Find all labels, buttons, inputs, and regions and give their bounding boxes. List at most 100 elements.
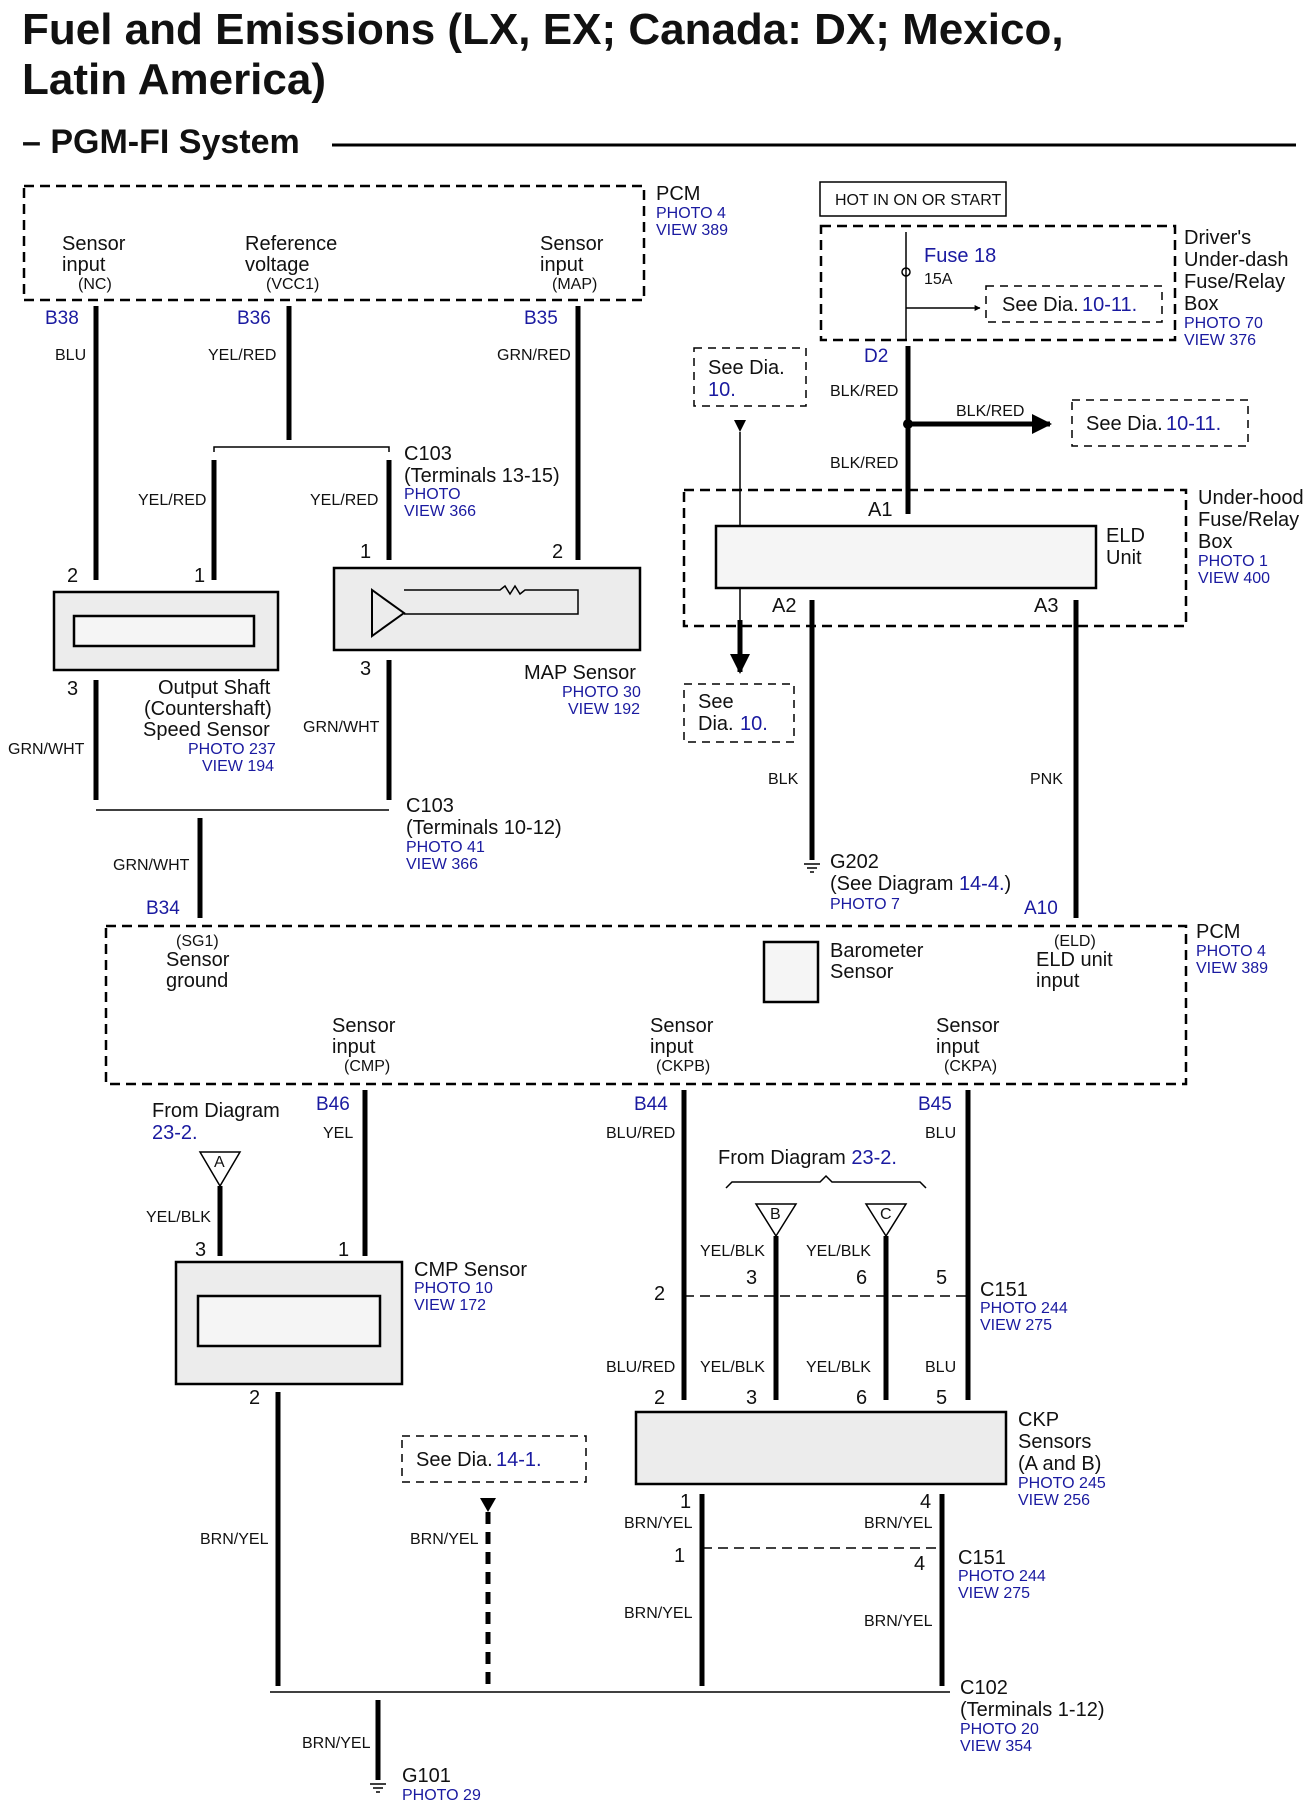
diagram-subtitle: – PGM-FI System — [22, 123, 300, 161]
see-dia-1011-right-ref: 10-11. — [1166, 413, 1221, 435]
svg-text:input: input — [936, 1036, 980, 1058]
see-dia-fuse-text: See Dia. — [1002, 294, 1079, 316]
see-dia-fuse-box — [985, 285, 1163, 323]
hot-label: HOT IN ON OR START — [835, 192, 1001, 209]
oss-label-2: (Countershaft) — [144, 698, 272, 720]
oss-pin-1: 1 — [194, 565, 205, 587]
see-dia-10-bottom-ref: 10. — [740, 713, 768, 735]
wire-label-brn-yel-7: BRN/YEL — [302, 1735, 371, 1752]
svg-text:(See Diagram 14-4.): (See Diagram 14-4.) — [830, 873, 1011, 895]
wire-label-brn-yel-3: BRN/YEL — [624, 1515, 693, 1532]
svg-text:(A and B): (A and B) — [1018, 1453, 1101, 1475]
pin-b38: B38 — [45, 308, 79, 329]
connector-a-tag — [198, 1151, 242, 1188]
svg-text:Driver's: Driver's — [1184, 227, 1251, 249]
cmp-photo: PHOTO 10 — [414, 1280, 493, 1297]
svg-text:From Diagram 23-2.: From Diagram 23-2. — [718, 1147, 897, 1169]
svg-text:Sensor: Sensor — [166, 949, 230, 971]
wire-label-yel-blk-c: YEL/BLK — [806, 1243, 871, 1260]
svg-text:input: input — [332, 1036, 376, 1058]
see-dia-10-top-arrow — [734, 420, 746, 432]
connector-a-letter: A — [214, 1154, 225, 1171]
map-pin-3: 3 — [360, 658, 371, 680]
c102-name: C102 — [960, 1677, 1008, 1699]
driver-fuse-box-label: Driver's Under-dash Fuse/Relay Box PHOTO… — [1184, 227, 1289, 349]
wire-label-pnk: PNK — [1030, 771, 1063, 788]
svg-text:Sensor: Sensor — [62, 233, 126, 255]
cmp-pin-1: 1 — [338, 1239, 349, 1261]
svg-text:(CMP): (CMP) — [344, 1058, 390, 1075]
see-dia-141-box — [401, 1435, 587, 1483]
ckp-sensors-label: CKP Sensors (A and B) PHOTO 245 VIEW 256 — [1018, 1409, 1106, 1509]
underhood-label: Under-hood Fuse/Relay Box PHOTO 1 VIEW 4… — [1198, 487, 1304, 587]
map-view: VIEW 192 — [568, 701, 640, 718]
map-sensor-box — [332, 566, 642, 652]
ckp-wire-label-blu: BLU — [925, 1359, 956, 1376]
c151-top-pin-2: 2 — [654, 1283, 665, 1305]
wire-label-brn-yel-6: BRN/YEL — [864, 1613, 933, 1630]
ground-g101-icon — [370, 1783, 386, 1793]
barometer-sensor-box — [762, 940, 820, 1004]
pin-b45: B45 — [918, 1094, 952, 1115]
svg-text:(SG1): (SG1) — [176, 933, 219, 950]
c103-top-name: C103 — [404, 443, 452, 465]
svg-text:(CKPB): (CKPB) — [656, 1058, 710, 1075]
wire-label-grn-red: GRN/RED — [497, 347, 571, 364]
eld-pin-a3: A3 — [1034, 595, 1058, 617]
svg-text:ground: ground — [166, 970, 228, 992]
c103-mid-name: C103 — [406, 795, 454, 817]
ckp-wire-label-yel-blk-1: YEL/BLK — [700, 1359, 765, 1376]
svg-text:Sensor: Sensor — [332, 1015, 396, 1037]
svg-text:input: input — [62, 254, 106, 276]
wire-label-brn-yel-2: BRN/YEL — [410, 1531, 479, 1548]
wire-label-grn-wht-b34: GRN/WHT — [113, 857, 190, 874]
oss-pin-2: 2 — [67, 565, 78, 587]
oss-label-1: Output Shaft — [158, 677, 271, 699]
c151-bottom-view: VIEW 275 — [958, 1585, 1030, 1602]
pcm-mid-input-ckpb: Sensor input (CKPB) — [650, 1015, 714, 1075]
svg-text:Sensor: Sensor — [650, 1015, 714, 1037]
wire-label-brn-yel-1: BRN/YEL — [200, 1531, 269, 1548]
pcm-top-input-vcc1: Reference voltage (VCC1) — [245, 233, 337, 293]
cmp-sensor-name: CMP Sensor — [414, 1259, 527, 1281]
connector-b-letter: B — [770, 1206, 781, 1223]
svg-text:Fuse/Relay: Fuse/Relay — [1184, 271, 1285, 293]
wire-label-blk: BLK — [768, 771, 799, 788]
c151-top-photo: PHOTO 244 — [980, 1300, 1068, 1317]
svg-text:Box: Box — [1184, 293, 1218, 315]
pin-b35: B35 — [524, 308, 558, 329]
ckp-sensors-box — [634, 1410, 1008, 1486]
svg-text:voltage: voltage — [245, 254, 310, 276]
eld-pin-a1: A1 — [868, 499, 892, 521]
ckp-pin-4: 4 — [920, 1491, 931, 1513]
map-pin-2: 2 — [552, 541, 563, 563]
c151-top-pin-6: 6 — [856, 1267, 867, 1289]
svg-text:VIEW 400: VIEW 400 — [1198, 570, 1270, 587]
svg-text:(ELD): (ELD) — [1054, 933, 1096, 950]
c151-bottom-pin-1: 1 — [674, 1545, 685, 1567]
wire-label-yel-red: YEL/RED — [208, 347, 276, 364]
wire-label-blk-red-1: BLK/RED — [830, 383, 898, 400]
ckp-pin-3: 3 — [746, 1387, 757, 1409]
c103-top-view: VIEW 366 — [404, 503, 476, 520]
pcm-top-name: PCM — [656, 183, 700, 205]
svg-text:(VCC1): (VCC1) — [266, 276, 319, 293]
output-shaft-sensor-element — [72, 614, 256, 648]
from-diag-right: From Diagram 23-2. — [718, 1147, 897, 1169]
svg-text:Sensor: Sensor — [936, 1015, 1000, 1037]
see-dia-10-top-text: See Dia. — [708, 357, 785, 379]
svg-text:Under-dash: Under-dash — [1184, 249, 1289, 271]
svg-text:Sensor: Sensor — [540, 233, 604, 255]
ckp-pin-1: 1 — [680, 1491, 691, 1513]
c151-bottom-name: C151 — [958, 1547, 1006, 1569]
svg-text:(CKPA): (CKPA) — [944, 1058, 997, 1075]
wire-label-grn-wht-left: GRN/WHT — [8, 741, 85, 758]
c102-terminals: (Terminals 1-12) — [960, 1699, 1104, 1721]
see-dia-1011-right-text: See Dia. — [1086, 413, 1163, 435]
diagram-title-line2: Latin America) — [22, 55, 326, 104]
oss-pin-3: 3 — [67, 678, 78, 700]
connector-c-tag — [864, 1203, 908, 1238]
svg-text:PHOTO 70: PHOTO 70 — [1184, 315, 1263, 332]
see-dia-10-top-box — [693, 347, 807, 407]
